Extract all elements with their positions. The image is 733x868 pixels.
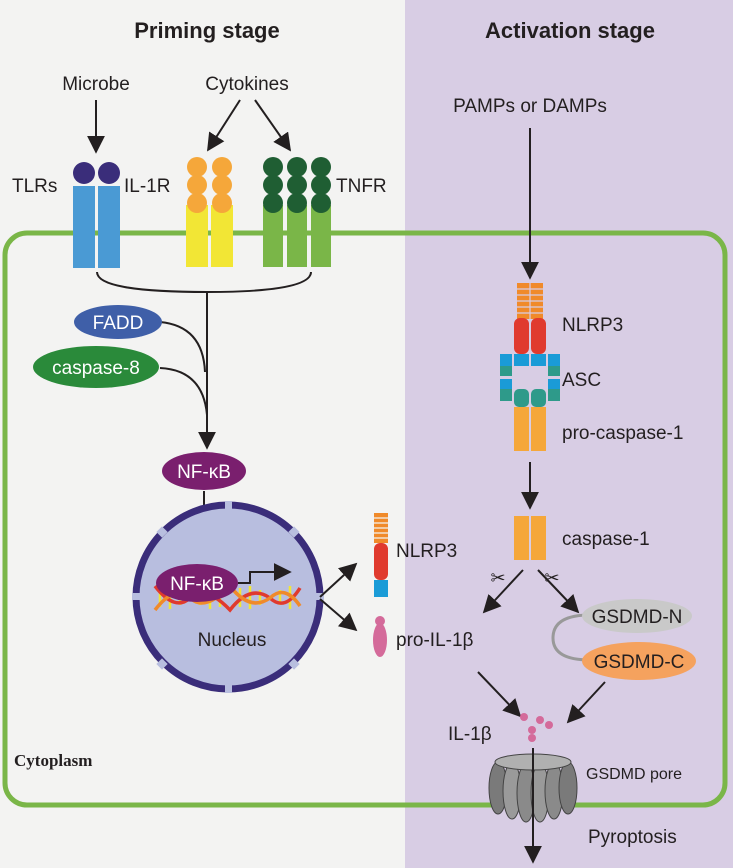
transcription-arrow [238, 563, 292, 584]
gsdmd-pore-icon [488, 753, 578, 823]
gsdmd-c-node [582, 642, 696, 680]
nlrp3-product-icon [372, 513, 390, 597]
cytoplasm-label: Cytoplasm [14, 751, 92, 770]
activation-stage-header: Activation stage [485, 18, 655, 43]
pro-caspase1-label: pro-caspase-1 [562, 423, 683, 444]
pyroptosis-label: Pyroptosis [588, 827, 677, 848]
cytokines-to-tnfr-arrow [254, 99, 292, 152]
gsdmd-linker [551, 613, 591, 662]
nfkb-nucleus-node [156, 564, 238, 602]
priming-stage-header: Priming stage [134, 18, 279, 43]
gsdmd-to-pore-arrow [566, 681, 606, 724]
tnfr-receptor [263, 157, 331, 267]
nucleus-to-nlrp3-arrow [319, 562, 358, 598]
gsdmd-c-label: GSDMD-C [594, 652, 685, 673]
pro-il1b-icon-head [375, 616, 385, 626]
pro-il1b-icon [373, 623, 387, 657]
gsdmd-n-node [582, 599, 692, 633]
scissors-icon-left: ✂ [490, 568, 505, 588]
fadd-join-curve [159, 321, 206, 373]
nuclear-pores [132, 501, 324, 693]
caspase8-join-curve [159, 367, 208, 416]
nlrp3-product-label: NLRP3 [396, 541, 457, 562]
il1r-receptor [186, 157, 233, 267]
nfkb-cytoplasm-node [162, 452, 246, 490]
gsdmd-pore-label: GSDMD pore [586, 766, 682, 783]
caspase1-icon [514, 516, 546, 560]
pro-il1b-to-il1b-arrow [477, 671, 522, 718]
fadd-node [74, 305, 162, 339]
caspase1-label: caspase-1 [562, 529, 650, 550]
activation-stage-panel [405, 0, 733, 868]
asc-label: ASC [562, 370, 601, 391]
il1b-particles [520, 713, 553, 742]
il1b-label: IL-1β [448, 724, 492, 745]
gsdmd-n-label: GSDMD-N [592, 607, 683, 628]
nlrp3-inflammasome-label: NLRP3 [562, 315, 623, 336]
inflammasome-complex [500, 283, 560, 451]
nucleus-label: Nucleus [198, 630, 267, 651]
nfkb-cytoplasm-label: NF-κB [177, 462, 231, 483]
fadd-label: FADD [93, 313, 144, 334]
il1r-label: IL-1R [124, 176, 170, 197]
cell-membrane [2, 230, 728, 808]
tlrs-label: TLRs [12, 176, 57, 197]
tnfr-label: TNFR [336, 176, 387, 197]
tlr-receptor [73, 162, 120, 268]
nucleus-to-pro-il1b-arrow [319, 598, 358, 632]
microbe-label: Microbe [62, 74, 130, 95]
caspase1-to-il1b-arrow [482, 569, 524, 614]
cytokines-label: Cytokines [205, 74, 288, 95]
caspase1-to-gsdmd-arrow [537, 569, 580, 614]
scissors-icon-right: ✂ [544, 568, 559, 588]
cytokines-to-il1r-arrow [207, 99, 241, 152]
pro-il1b-label: pro-IL-1β [396, 630, 474, 651]
priming-stage-panel [0, 0, 405, 868]
nfkb-nucleus-label: NF-κB [170, 574, 224, 595]
pamps-damps-label: PAMPs or DAMPs [453, 96, 607, 117]
caspase8-label: caspase-8 [52, 358, 140, 379]
caspase8-node [33, 346, 159, 388]
